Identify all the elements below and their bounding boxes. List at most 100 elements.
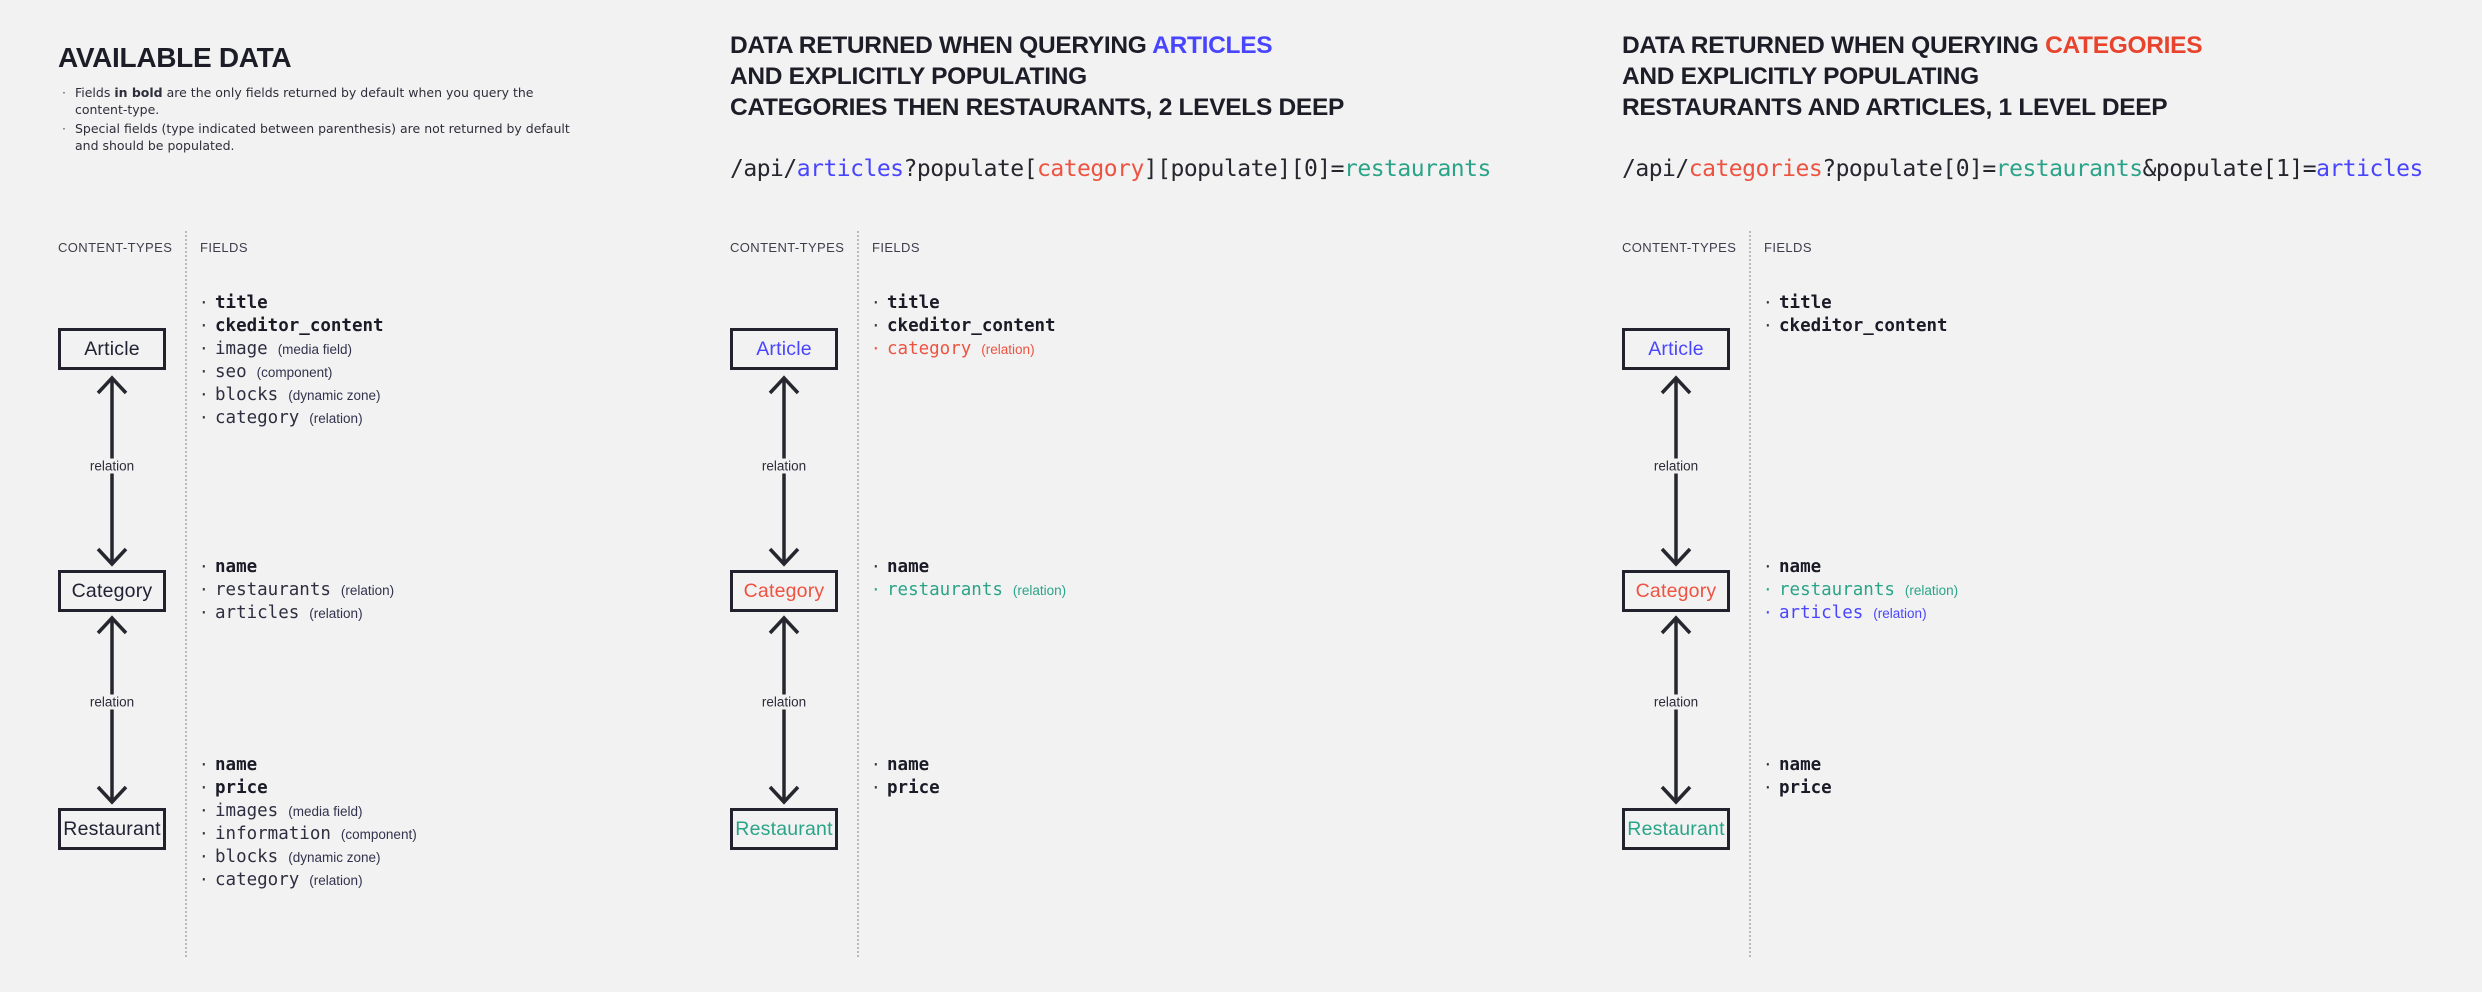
bullet-icon: · bbox=[199, 778, 209, 797]
field-row: ·information(component) bbox=[199, 822, 417, 845]
field-name: restaurants bbox=[1779, 580, 1895, 600]
entity-label: Restaurant bbox=[63, 817, 161, 840]
field-name: restaurants bbox=[215, 580, 331, 600]
field-row: ·title bbox=[1763, 291, 1948, 314]
fields-header: FIELDS bbox=[200, 240, 248, 255]
entity-label: Restaurant bbox=[735, 817, 833, 840]
field-row: ·ckeditor_content bbox=[1763, 314, 1948, 337]
bullet-icon: · bbox=[1763, 755, 1773, 774]
relation-arrow bbox=[766, 611, 802, 809]
field-row: · price bbox=[199, 776, 417, 799]
field-row: · title bbox=[199, 291, 384, 314]
note-segment: in bold bbox=[114, 85, 163, 100]
title-line: CATEGORIES THEN RESTAURANTS, 2 LEVELS DE… bbox=[730, 92, 1344, 123]
entity-box-article: Article bbox=[58, 328, 166, 370]
entity-label: Category bbox=[1635, 579, 1717, 602]
field-name: ckeditor_content bbox=[887, 316, 1056, 336]
field-row: · name bbox=[871, 555, 1066, 578]
entity-box-article: Article bbox=[730, 328, 838, 370]
field-row: · name bbox=[199, 753, 417, 776]
relation-label: relation bbox=[84, 694, 140, 710]
entity-label: Category bbox=[743, 579, 825, 602]
field-row: · image (media field) bbox=[199, 337, 384, 360]
field-name: images bbox=[215, 801, 279, 821]
field-name: price bbox=[1779, 778, 1832, 798]
bullet-icon: · bbox=[871, 557, 881, 576]
fields-list-restaurant: ·name·price bbox=[871, 753, 940, 799]
field-name: name bbox=[1779, 557, 1822, 577]
bullet-icon: · bbox=[199, 385, 209, 404]
field-name: name bbox=[887, 557, 930, 577]
bullet-icon: · bbox=[199, 316, 209, 335]
content-types-header: CONTENT-TYPES bbox=[58, 240, 173, 255]
fields-list-restaurant: · name · price bbox=[1763, 753, 1832, 799]
field-name: name bbox=[215, 557, 258, 577]
field-row: ·articles(relation) bbox=[199, 601, 394, 624]
title-segment: CATEGORIES THEN RESTAURANTS, 2 LEVELS DE… bbox=[730, 94, 1345, 121]
bullet-icon: · bbox=[199, 801, 209, 820]
relation-label: relation bbox=[1648, 458, 1704, 474]
note-segment: are the only fields returned by default … bbox=[74, 85, 534, 117]
title-line: AND EXPLICITLY POPULATING bbox=[1622, 61, 2202, 92]
relation-label: relation bbox=[1648, 694, 1704, 710]
entity-box-restaurant: Restaurant bbox=[58, 808, 166, 850]
field-name: price bbox=[215, 778, 268, 798]
field-type-annotation: (relation) bbox=[1873, 606, 1927, 621]
field-row: · blocks (dynamic zone) bbox=[199, 383, 384, 406]
field-row: ·restaurants(relation) bbox=[871, 578, 1066, 601]
relation-arrow bbox=[1658, 611, 1694, 809]
entity-box-category: Category bbox=[58, 570, 166, 612]
entity-box-category: Category bbox=[1622, 570, 1730, 612]
note-item: ·Special fields (type indicated between … bbox=[62, 121, 587, 154]
title-line: RESTAURANTS AND ARTICLES, 1 LEVEL DEEP bbox=[1622, 92, 2202, 123]
bullet-icon: · bbox=[1763, 316, 1773, 335]
field-type-annotation: (dynamic zone) bbox=[288, 388, 381, 403]
title-line: AND EXPLICITLY POPULATING bbox=[730, 61, 1344, 92]
entity-label: Article bbox=[1648, 337, 1704, 360]
field-row: ·articles(relation) bbox=[1763, 601, 1958, 624]
entity-label: Article bbox=[756, 337, 812, 360]
url-segment: restaurants bbox=[1344, 156, 1491, 182]
field-name: information bbox=[215, 824, 331, 844]
field-name: name bbox=[887, 755, 930, 775]
field-row: ·category(relation) bbox=[199, 868, 417, 891]
field-type-annotation: (relation) bbox=[309, 411, 363, 426]
bullet-icon: · bbox=[871, 580, 881, 599]
bullet-icon: · bbox=[1763, 778, 1773, 797]
field-row: ·name bbox=[1763, 555, 1958, 578]
field-type-annotation: (media field) bbox=[277, 342, 352, 357]
url-segment: categories bbox=[1688, 156, 1823, 182]
bullet-icon: · bbox=[199, 755, 209, 774]
field-row: ·ckeditor_content bbox=[199, 314, 384, 337]
api-url: /api/articles?populate[category][populat… bbox=[730, 156, 1491, 183]
fields-list-article: ·title·ckeditor_content·category(relatio… bbox=[871, 291, 1056, 360]
field-type-annotation: (media field) bbox=[288, 804, 363, 819]
field-name: articles bbox=[1779, 603, 1864, 623]
field-name: name bbox=[1779, 755, 1822, 775]
field-row: · price bbox=[1763, 776, 1832, 799]
field-name: seo bbox=[215, 362, 247, 382]
field-row: ·category(relation) bbox=[199, 406, 384, 429]
field-row: ·title bbox=[871, 291, 1056, 314]
fields-list-category: ·name·restaurants(relation)·articles(rel… bbox=[1763, 555, 1958, 624]
relation-label: relation bbox=[756, 458, 812, 474]
field-name: blocks bbox=[215, 385, 279, 405]
bullet-icon: · bbox=[199, 339, 209, 358]
title-line: DATA RETURNED WHEN QUERYING ARTICLES bbox=[730, 30, 1344, 61]
bullet-icon: · bbox=[1763, 293, 1773, 312]
relation-arrow bbox=[94, 611, 130, 809]
fields-list-category: · name·restaurants(relation) bbox=[871, 555, 1066, 601]
field-name: title bbox=[215, 293, 268, 313]
column-available-data: AVAILABLE DATA ·Fields in bold are the o… bbox=[58, 0, 708, 992]
field-type-annotation: (relation) bbox=[1012, 583, 1067, 598]
field-name: image bbox=[215, 339, 268, 359]
title-segment: AND EXPLICITLY POPULATING bbox=[730, 63, 1087, 90]
title-segment: AVAILABLE DATA bbox=[58, 42, 292, 73]
field-name: name bbox=[215, 755, 258, 775]
bullet-icon: · bbox=[199, 603, 209, 622]
bullet-icon: · bbox=[199, 362, 209, 381]
bullet-icon: · bbox=[199, 293, 209, 312]
